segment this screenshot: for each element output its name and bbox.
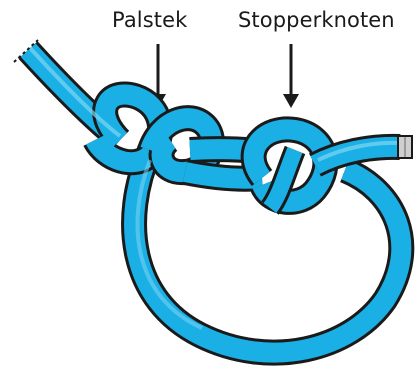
label-palstek: Palstek — [112, 8, 188, 32]
rope-end-tape — [397, 135, 413, 159]
rope — [18, 41, 415, 366]
label-stopperknoten: Stopperknoten — [238, 8, 395, 32]
arrowhead-stopperknoten — [283, 94, 299, 108]
